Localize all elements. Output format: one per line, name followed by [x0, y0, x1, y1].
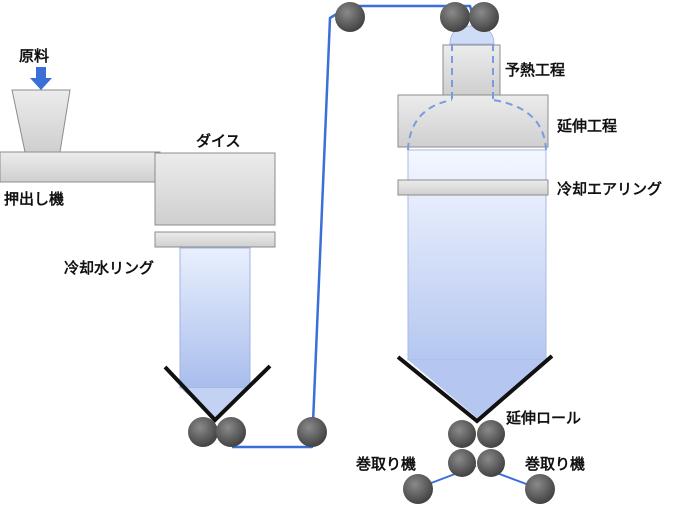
down-arrow-icon [30, 67, 52, 90]
primary-collapsing-area [180, 388, 250, 418]
primary-nip-guides [163, 364, 272, 423]
roll [448, 449, 476, 477]
die-block [154, 152, 276, 226]
secondary-collapsing-area [408, 360, 546, 418]
stretching-section [396, 25, 554, 489]
hopper [11, 89, 71, 153]
roll [477, 420, 505, 448]
primary-tube [179, 247, 251, 389]
roll [403, 474, 433, 504]
label-winder-right: 巻取り機 [524, 455, 585, 473]
label-die: ダイス [196, 132, 241, 150]
roll [477, 449, 505, 477]
extruder-section [0, 67, 276, 423]
cooling-air-ring [397, 179, 549, 196]
label-raw-material: 原料 [19, 47, 49, 65]
roll [188, 417, 218, 447]
label-preheat-process: 予熱工程 [505, 61, 565, 79]
roll [335, 2, 365, 32]
roll [469, 2, 499, 32]
roll [297, 417, 327, 447]
label-cooling-air-ring: 冷却エアリング [557, 180, 662, 198]
cooling-water-ring [154, 231, 276, 248]
label-winder-left: 巻取り機 [355, 455, 416, 473]
label-stretch-process: 延伸工程 [556, 117, 617, 135]
roller-icon [188, 2, 555, 504]
roll [525, 474, 555, 504]
roll [440, 2, 470, 32]
label-extruder: 押出し機 [4, 190, 64, 208]
label-cooling-water-ring: 冷却水リング [64, 259, 154, 277]
roll [448, 420, 476, 448]
label-stretch-roll: 延伸ロール [505, 409, 581, 427]
roll [216, 417, 246, 447]
bubble-dashed-outline [407, 44, 547, 151]
secondary-nip-guides [396, 354, 554, 424]
extruder-barrel [0, 151, 161, 183]
stretch-box [397, 94, 549, 148]
